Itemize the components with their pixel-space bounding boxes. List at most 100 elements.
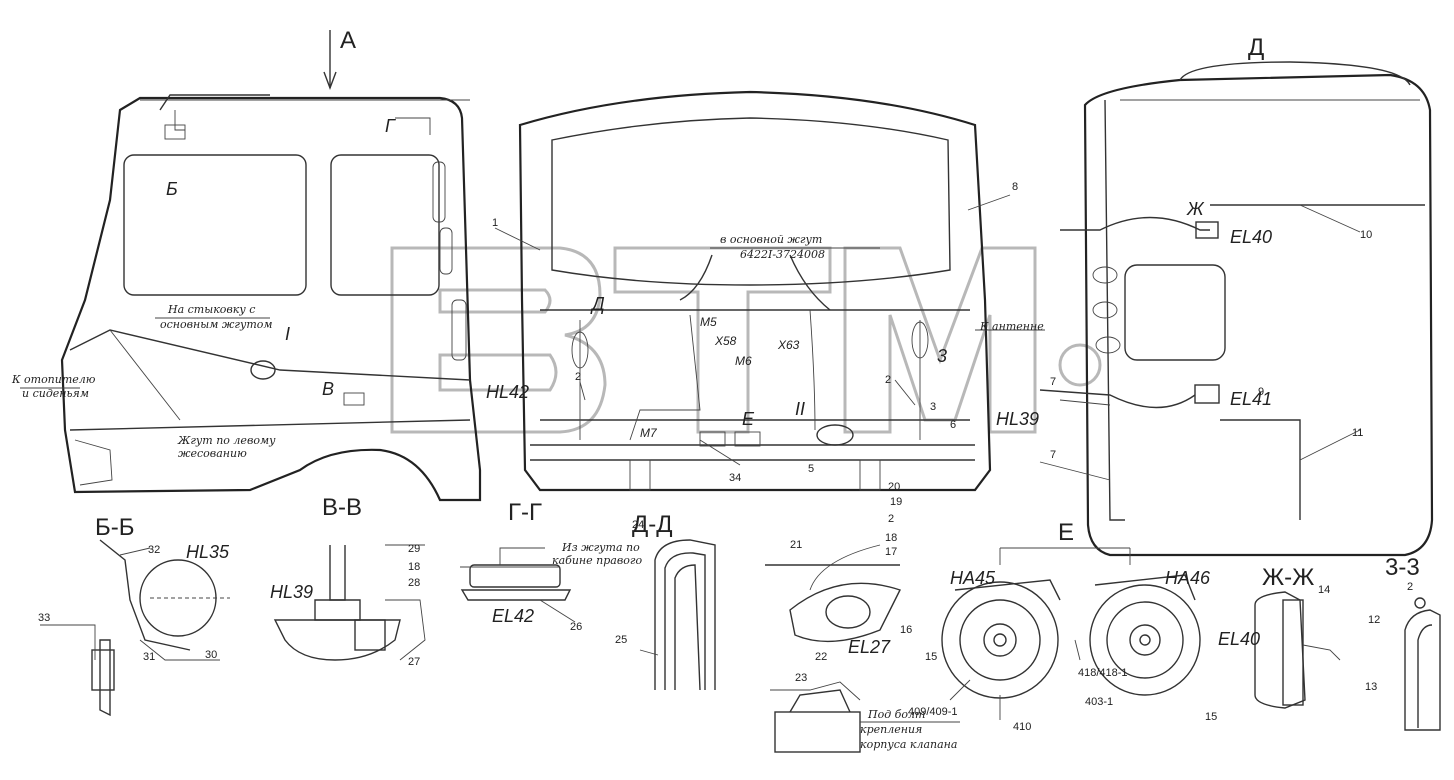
label-hl39: HL39 bbox=[996, 409, 1039, 429]
label-el27: EL27 bbox=[848, 637, 891, 657]
section-dd-drawing bbox=[639, 539, 716, 691]
callout-8: 8 bbox=[1012, 181, 1018, 193]
notes: в основной жгут 6422I-3724008 На стыковк… bbox=[11, 233, 1044, 751]
label-hl35: HL35 bbox=[186, 542, 230, 562]
note-left-side-2: жесованию bbox=[178, 447, 247, 460]
callout-30: 30 bbox=[205, 649, 217, 661]
callout-31: 31 bbox=[143, 651, 155, 663]
section-zhzh-drawing bbox=[1254, 591, 1341, 709]
cab-rear-view bbox=[518, 90, 992, 492]
callout-34: 34 bbox=[729, 472, 741, 484]
label-m6: M6 bbox=[735, 354, 752, 368]
note-from-cab-1: Из жгута по bbox=[561, 541, 640, 554]
view-d-title: Д bbox=[1248, 34, 1264, 61]
callout-27: 27 bbox=[408, 656, 420, 668]
label-el40: EL40 bbox=[1230, 227, 1272, 247]
section-zhzh-title: Ж-Ж bbox=[1262, 564, 1314, 591]
label-ha46: HA46 bbox=[1165, 568, 1211, 588]
label-x58: X58 bbox=[714, 334, 737, 348]
section-bb-title: Б-Б bbox=[95, 514, 135, 541]
callout-6: 6 bbox=[950, 419, 956, 431]
note-to-main-harness: в основной жгут bbox=[720, 233, 822, 246]
section-zz-title: 3-3 bbox=[1385, 554, 1420, 581]
label-el40-section: EL40 bbox=[1218, 629, 1260, 649]
callout-9: 9 bbox=[1258, 386, 1264, 398]
component-labels: EL40 EL41 EL42 EL27 HL35 HL39 HL39 HL42 … bbox=[186, 227, 1272, 657]
marker-z: 3 bbox=[937, 346, 947, 366]
callout-2-left: 2 bbox=[575, 371, 581, 383]
callout-11: 11 bbox=[1352, 427, 1363, 439]
marker-roman-2: II bbox=[795, 399, 805, 419]
wire-409: 409/409-1 bbox=[908, 706, 958, 718]
callout-2-zz: 2 bbox=[1407, 581, 1413, 593]
label-ha45: HA45 bbox=[950, 568, 996, 588]
marker-roman-1: I bbox=[285, 324, 290, 344]
marker-e: Е bbox=[742, 409, 755, 429]
callout-21: 21 bbox=[790, 539, 802, 551]
callout-13: 13 bbox=[1365, 681, 1377, 693]
note-left-side-1: Жгут по левому bbox=[177, 434, 276, 447]
label-x63: X63 bbox=[777, 338, 800, 352]
marker-b: Б bbox=[166, 179, 178, 199]
callout-2-right: 2 bbox=[885, 374, 891, 386]
label-m7: M7 bbox=[640, 426, 658, 440]
wire-418: 418/418-1 bbox=[1078, 667, 1128, 679]
callout-3: 3 bbox=[930, 401, 936, 413]
note-from-cab-2: кабине правого bbox=[552, 554, 642, 567]
note-join-main-2: основным жгутом bbox=[160, 318, 273, 331]
note-bolt-2: крепления bbox=[860, 723, 922, 736]
marker-d: Д bbox=[590, 294, 605, 314]
marker-v: В bbox=[322, 379, 334, 399]
callout-15-right: 15 bbox=[1205, 711, 1217, 723]
note-to-heater-1: К отопителю bbox=[11, 373, 96, 386]
view-a-title: А bbox=[340, 27, 356, 54]
callout-18-b: 18 bbox=[408, 561, 420, 573]
callout-17: 17 bbox=[885, 546, 897, 558]
callout-7-bottom: 7 bbox=[1050, 449, 1056, 461]
callout-23: 23 bbox=[795, 672, 807, 684]
callout-14: 14 bbox=[1318, 584, 1330, 596]
callout-1: 1 bbox=[492, 217, 498, 229]
section-vv-drawing bbox=[273, 544, 426, 661]
leader-lines bbox=[20, 194, 1361, 723]
label-m5: M5 bbox=[700, 315, 717, 329]
callout-12: 12 bbox=[1368, 614, 1380, 626]
section-dd-title: Д-Д bbox=[632, 511, 673, 538]
callout-2-stack: 2 bbox=[888, 513, 894, 525]
section-e-title: Е bbox=[1058, 519, 1074, 546]
callout-5: 5 bbox=[808, 463, 814, 475]
note-bolt-1: Под болт bbox=[867, 708, 925, 721]
label-el41: EL41 bbox=[1230, 389, 1272, 409]
note-join-main-1: На стыковку с bbox=[167, 303, 255, 316]
marker-g: Г bbox=[385, 116, 396, 136]
wire-410: 410 bbox=[1013, 721, 1031, 733]
section-vv-title: В-В bbox=[322, 494, 362, 521]
label-hl39-section: HL39 bbox=[270, 582, 313, 602]
callout-19: 19 bbox=[890, 496, 902, 508]
section-gg-title: Г-Г bbox=[508, 499, 542, 526]
callout-25: 25 bbox=[615, 634, 627, 646]
callout-16: 16 bbox=[900, 624, 912, 636]
callout-10: 10 bbox=[1360, 229, 1372, 241]
cab-view-d bbox=[1039, 61, 1434, 557]
watermark-logo bbox=[390, 246, 1102, 434]
cab-side-view bbox=[60, 30, 482, 502]
section-gg-drawing bbox=[460, 547, 576, 623]
label-hl42: HL42 bbox=[486, 382, 529, 402]
callout-18: 18 bbox=[885, 532, 897, 544]
note-to-antenna: К антенне bbox=[979, 320, 1044, 333]
note-to-heater-2: и сиденьям bbox=[22, 387, 89, 400]
section-zz-drawing bbox=[1404, 597, 1441, 731]
note-bolt-3: корпуса клапана bbox=[860, 738, 958, 751]
section-e-horns bbox=[941, 547, 1201, 720]
marker-zh: Ж bbox=[1186, 199, 1205, 219]
callout-20: 20 bbox=[888, 481, 900, 493]
section-bb-drawing bbox=[40, 539, 230, 717]
callout-7-top: 7 bbox=[1050, 376, 1056, 388]
view-titles: А Д Б-Б В-В Г-Г Д-Д Е Ж-Ж 3-3 bbox=[95, 27, 1420, 591]
callout-33: 33 bbox=[38, 612, 50, 624]
callout-32: 32 bbox=[148, 544, 160, 556]
detail-i-ii-drawing bbox=[765, 544, 901, 753]
